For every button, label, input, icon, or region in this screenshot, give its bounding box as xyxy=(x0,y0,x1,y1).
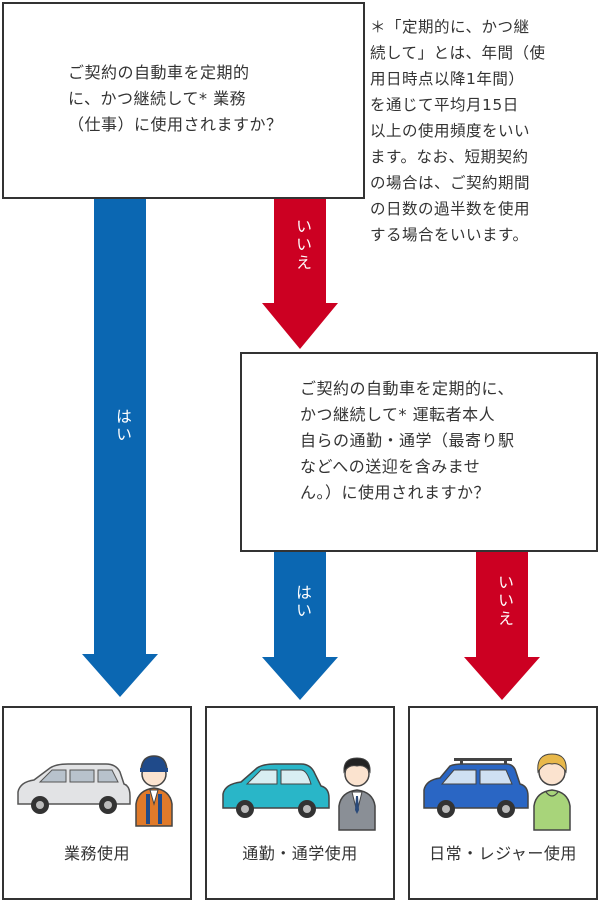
q2-yes-arrow xyxy=(262,552,338,700)
result-leisure-box: 日常・レジャー使用 xyxy=(408,706,598,900)
result-business-label: 業務使用 xyxy=(63,844,130,863)
leisure-car-and-person-illustration xyxy=(423,753,571,831)
q1-no-arrow xyxy=(262,199,338,349)
question-2-box: ご契約の自動車を定期的に、 かつ継続して* 運転者本人 自らの通勤・通学（最寄り… xyxy=(240,352,598,552)
question-1-text: ご契約の自動車を定期的 に、かつ継続して* 業務 （仕事）に使用されますか？ xyxy=(68,63,283,134)
q2-no-arrow xyxy=(464,552,540,700)
result-leisure-label: 日常・レジャー使用 xyxy=(429,844,577,863)
q1-yes-arrow xyxy=(82,199,158,697)
business-car-and-worker-illustration xyxy=(17,755,173,827)
question-1-box: ご契約の自動車を定期的 に、かつ継続して* 業務 （仕事）に使用されますか？ xyxy=(2,2,365,199)
q1-yes-label: はい xyxy=(113,408,132,444)
footnote-text: ＊「定期的に、かつ継 続して」とは、年間（使 用日時点以降1年間） を通じて平均… xyxy=(370,18,546,244)
q1-no-label: いいえ xyxy=(293,218,312,272)
result-commute-box: 通勤・通学使用 xyxy=(205,706,395,900)
commute-car-and-businessman-illustration xyxy=(222,757,376,831)
q2-yes-label: はい xyxy=(293,584,312,620)
result-business-box: 業務使用 xyxy=(2,706,192,900)
result-commute-label: 通勤・通学使用 xyxy=(242,844,358,863)
q2-no-label: いいえ xyxy=(495,574,514,628)
question-2-text: ご契約の自動車を定期的に、 かつ継続して* 運転者本人 自らの通勤・通学（最寄り… xyxy=(300,379,515,502)
